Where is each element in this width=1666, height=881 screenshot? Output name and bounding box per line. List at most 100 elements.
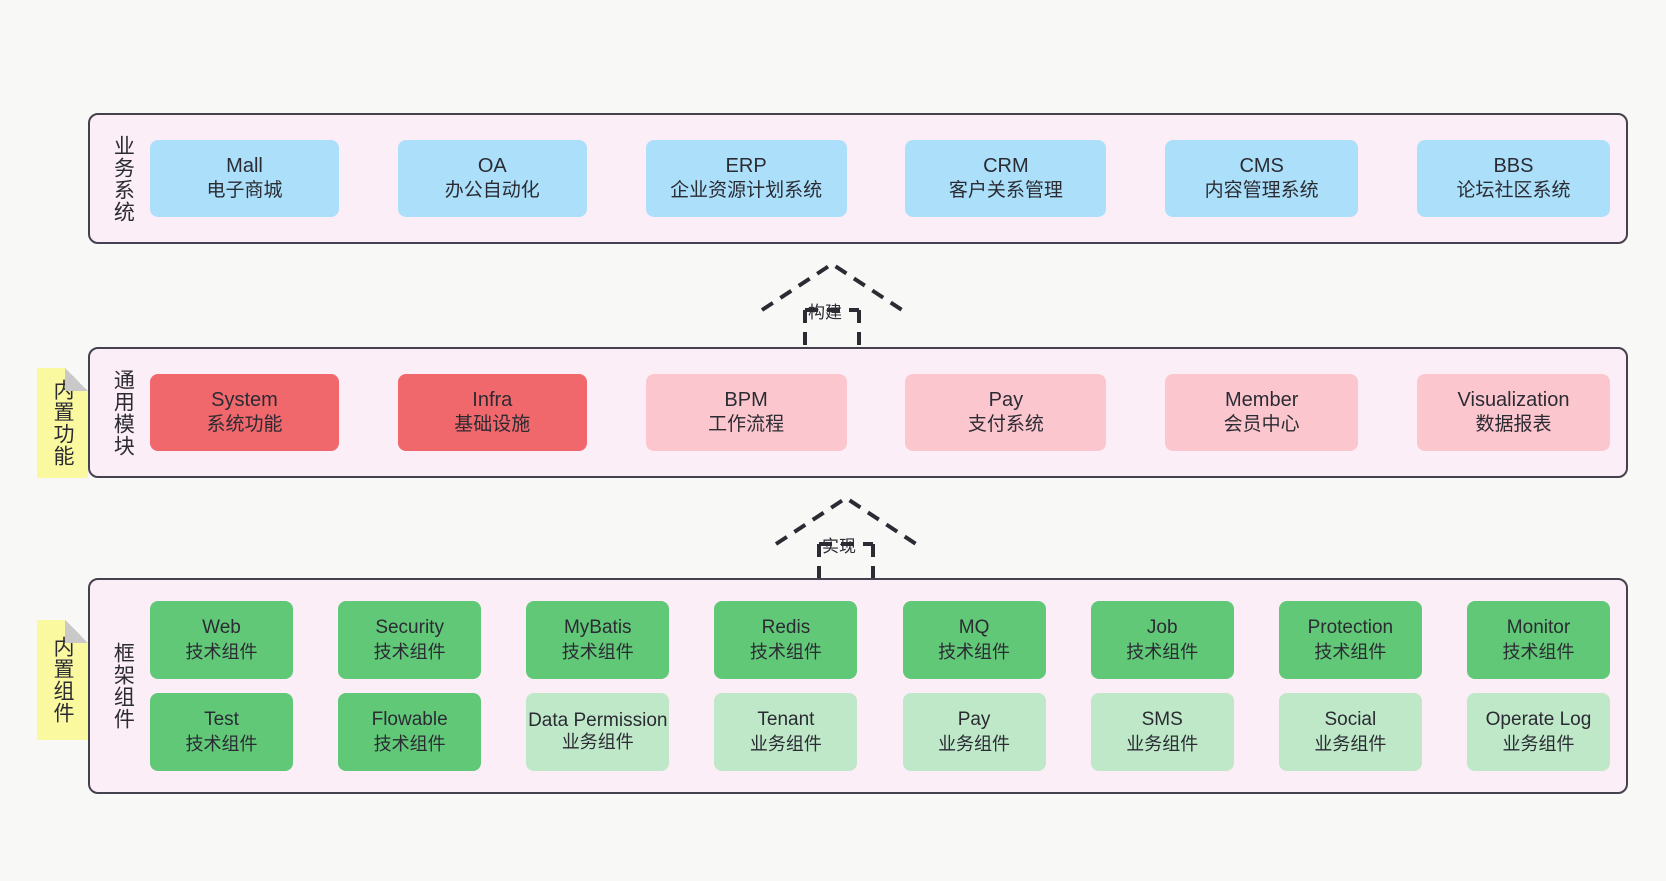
node-mall[interactable]: Mall 电子商城 bbox=[150, 140, 339, 217]
node-protection-title: Protection bbox=[1307, 617, 1394, 639]
node-bbs-subtitle: 论坛社区系统 bbox=[1456, 180, 1571, 202]
node-social[interactable]: Social 业务组件 bbox=[1278, 693, 1422, 771]
node-system-title: System bbox=[211, 388, 278, 411]
node-operate-log[interactable]: Operate Log 业务组件 bbox=[1466, 693, 1610, 771]
node-oa-title: OA bbox=[477, 154, 507, 177]
node-web[interactable]: Web 技术组件 bbox=[150, 601, 293, 679]
connector-build-label: 构建 bbox=[808, 303, 842, 322]
node-pay-module[interactable]: Pay 支付系统 bbox=[905, 374, 1107, 451]
node-mq-subtitle: 技术组件 bbox=[938, 641, 1011, 662]
node-oa[interactable]: OA 办公自动化 bbox=[397, 140, 587, 217]
framework-row-technical: Web 技术组件 Security 技术组件 MyBatis 技术组件 Redi… bbox=[150, 601, 1610, 679]
node-visualization-title: Visualization bbox=[1457, 388, 1570, 411]
node-social-title: Social bbox=[1324, 709, 1377, 731]
node-job[interactable]: Job 技术组件 bbox=[1090, 601, 1234, 679]
layer-framework-components-rows: Web 技术组件 Security 技术组件 MyBatis 技术组件 Redi… bbox=[144, 580, 1626, 792]
node-erp-title: ERP bbox=[725, 154, 767, 177]
node-redis-subtitle: 技术组件 bbox=[749, 641, 822, 662]
node-mybatis[interactable]: MyBatis 技术组件 bbox=[526, 601, 670, 679]
node-web-subtitle: 技术组件 bbox=[185, 641, 258, 662]
node-job-title: Job bbox=[1146, 617, 1178, 639]
node-mq[interactable]: MQ 技术组件 bbox=[902, 601, 1046, 679]
node-crm-title: CRM bbox=[983, 154, 1029, 177]
node-crm[interactable]: CRM 客户关系管理 bbox=[905, 140, 1107, 217]
connector-implement-label: 实现 bbox=[822, 537, 856, 556]
node-cms-title: CMS bbox=[1239, 154, 1284, 177]
node-erp[interactable]: ERP 企业资源计划系统 bbox=[645, 140, 847, 217]
node-infra[interactable]: Infra 基础设施 bbox=[397, 374, 587, 451]
layer-business-system-label: 业务系统 bbox=[111, 134, 135, 223]
node-member-title: Member bbox=[1225, 388, 1299, 411]
node-mybatis-subtitle: 技术组件 bbox=[561, 641, 634, 662]
node-monitor[interactable]: Monitor 技术组件 bbox=[1466, 601, 1610, 679]
node-test-title: Test bbox=[204, 709, 239, 731]
node-test[interactable]: Test 技术组件 bbox=[150, 693, 293, 771]
node-bpm[interactable]: BPM 工作流程 bbox=[645, 374, 847, 451]
connector-build: 构建 bbox=[752, 258, 912, 346]
node-pay-component-title: Pay bbox=[957, 709, 991, 731]
node-visualization[interactable]: Visualization 数据报表 bbox=[1416, 374, 1610, 451]
node-protection-subtitle: 技术组件 bbox=[1314, 641, 1387, 662]
node-tenant[interactable]: Tenant 业务组件 bbox=[714, 693, 858, 771]
node-erp-subtitle: 企业资源计划系统 bbox=[670, 180, 823, 202]
node-flowable-title: Flowable bbox=[371, 709, 448, 731]
node-security-title: Security bbox=[375, 617, 444, 639]
node-cms[interactable]: CMS 内容管理系统 bbox=[1165, 140, 1359, 217]
node-pay-component[interactable]: Pay 业务组件 bbox=[902, 693, 1046, 771]
note-builtin-component-text: 内置组件 bbox=[51, 636, 75, 724]
layer-common-modules-nodes: System 系统功能 Infra 基础设施 BPM 工作流程 Pay 支付系统… bbox=[144, 349, 1626, 476]
node-operate-log-subtitle: 业务组件 bbox=[1502, 733, 1575, 754]
node-infra-title: Infra bbox=[472, 388, 513, 411]
node-web-title: Web bbox=[202, 617, 241, 639]
node-tenant-title: Tenant bbox=[757, 709, 815, 731]
node-sms-subtitle: 业务组件 bbox=[1126, 733, 1199, 754]
node-system[interactable]: System 系统功能 bbox=[150, 374, 339, 451]
node-bpm-subtitle: 工作流程 bbox=[708, 414, 785, 436]
note-builtin-function-text: 内置功能 bbox=[51, 379, 75, 467]
layer-framework-components-label: 框架组件 bbox=[111, 642, 135, 730]
node-sms[interactable]: SMS 业务组件 bbox=[1090, 693, 1234, 771]
layer-business-system: 业务系统 Mall 电子商城 OA 办公自动化 ERP 企业资源计划系统 CRM… bbox=[88, 113, 1628, 244]
connector-build-arrow-icon bbox=[760, 261, 904, 346]
node-redis[interactable]: Redis 技术组件 bbox=[714, 601, 858, 679]
layer-business-system-nodes: Mall 电子商城 OA 办公自动化 ERP 企业资源计划系统 CRM 客户关系… bbox=[144, 115, 1626, 242]
layer-common-modules-label: 通用模块 bbox=[111, 368, 135, 457]
node-pay-module-subtitle: 支付系统 bbox=[967, 414, 1044, 436]
node-social-subtitle: 业务组件 bbox=[1314, 733, 1387, 754]
node-monitor-title: Monitor bbox=[1506, 617, 1571, 639]
layer-common-modules: 通用模块 System 系统功能 Infra 基础设施 BPM 工作流程 Pay… bbox=[88, 347, 1628, 478]
node-redis-title: Redis bbox=[761, 617, 811, 639]
node-security-subtitle: 技术组件 bbox=[373, 641, 446, 662]
node-job-subtitle: 技术组件 bbox=[1126, 641, 1199, 662]
node-security[interactable]: Security 技术组件 bbox=[338, 601, 482, 679]
node-oa-subtitle: 办公自动化 bbox=[444, 180, 540, 202]
node-operate-log-title: Operate Log bbox=[1485, 709, 1592, 731]
node-member-subtitle: 会员中心 bbox=[1223, 414, 1300, 436]
framework-row-business: Test 技术组件 Flowable 技术组件 Data Permission … bbox=[150, 693, 1610, 771]
node-data-permission-subtitle: 业务组件 bbox=[561, 732, 634, 753]
node-bbs[interactable]: BBS 论坛社区系统 bbox=[1416, 140, 1610, 217]
connector-implement-arrow-icon bbox=[774, 495, 918, 580]
node-pay-component-subtitle: 业务组件 bbox=[938, 733, 1011, 754]
node-data-permission-title: Data Permission bbox=[528, 709, 668, 731]
node-test-subtitle: 技术组件 bbox=[185, 733, 258, 754]
connector-implement: 实现 bbox=[766, 492, 926, 580]
node-system-subtitle: 系统功能 bbox=[206, 414, 283, 436]
node-tenant-subtitle: 业务组件 bbox=[749, 733, 822, 754]
node-flowable-subtitle: 技术组件 bbox=[373, 733, 446, 754]
node-monitor-subtitle: 技术组件 bbox=[1502, 641, 1575, 662]
node-crm-subtitle: 客户关系管理 bbox=[948, 180, 1063, 202]
note-builtin-component: 内置组件 bbox=[37, 620, 88, 740]
node-infra-subtitle: 基础设施 bbox=[454, 414, 531, 436]
node-flowable[interactable]: Flowable 技术组件 bbox=[338, 693, 482, 771]
node-sms-title: SMS bbox=[1141, 709, 1183, 731]
node-data-permission[interactable]: Data Permission 业务组件 bbox=[526, 693, 670, 771]
node-bpm-title: BPM bbox=[724, 388, 768, 411]
node-mall-title: Mall bbox=[226, 154, 263, 177]
layer-framework-components: 框架组件 Web 技术组件 Security 技术组件 MyBatis 技术组件… bbox=[88, 578, 1628, 794]
node-member[interactable]: Member 会员中心 bbox=[1165, 374, 1359, 451]
node-protection[interactable]: Protection 技术组件 bbox=[1278, 601, 1422, 679]
node-pay-module-title: Pay bbox=[988, 388, 1024, 411]
node-mq-title: MQ bbox=[958, 617, 990, 639]
